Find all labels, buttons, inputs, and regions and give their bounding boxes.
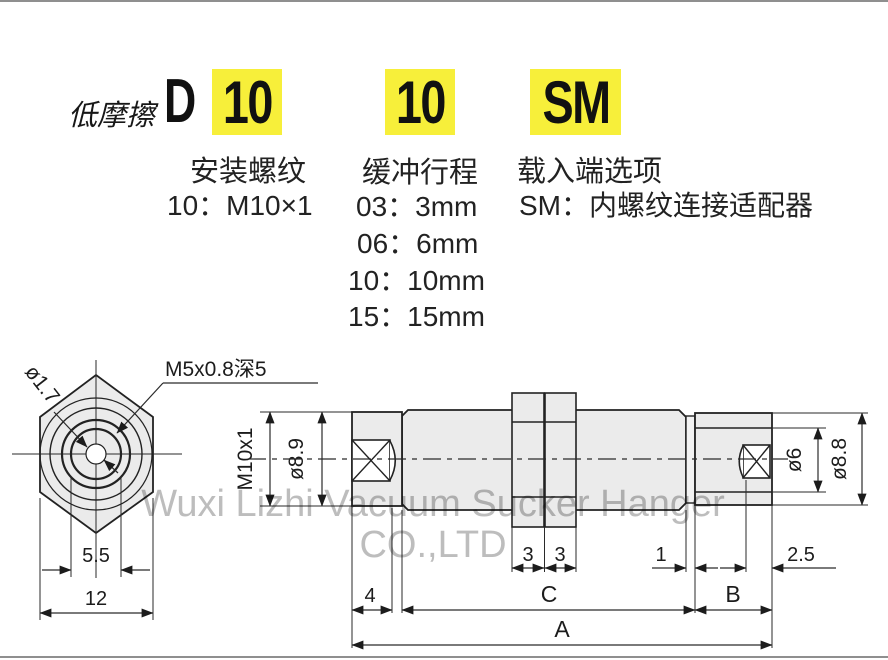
stroke-option-06: 06：6mm	[357, 228, 479, 259]
adapter-hole-arc	[738, 445, 744, 478]
end-code: SM	[541, 68, 611, 136]
bottom-border	[0, 656, 888, 658]
dim-hex-width: 12	[85, 588, 107, 610]
stroke-option-03: 03：3mm	[356, 191, 478, 222]
dim-cap-length: 4	[364, 585, 375, 607]
dim-length-a: A	[554, 616, 570, 642]
stroke-code: 10	[395, 68, 446, 136]
stroke-option-10: 10：10mm	[348, 265, 485, 296]
dim-adapter-dia: ø8.8	[828, 438, 851, 480]
dim-length-c: C	[541, 581, 558, 607]
thread-root-circle	[39, 397, 153, 511]
dim-wrench-flats: 5.5	[82, 545, 110, 567]
orifice-dia-label: ø1.7	[20, 361, 64, 408]
stroke-heading: 缓冲行程	[362, 157, 479, 189]
thread-code-box: 10	[212, 68, 282, 136]
thread-circle	[60, 418, 132, 490]
orifice-leader-1	[53, 411, 88, 448]
series-prefix-label: 低摩擦	[68, 100, 156, 132]
dim-length-b: B	[725, 581, 740, 607]
dim-stub-length: 1	[655, 544, 666, 566]
thread-code: 10	[222, 68, 273, 136]
mount-thread-option: 10：M10×1	[167, 190, 313, 221]
dim-bore-dia: ø6	[783, 448, 806, 473]
mount-thread-heading: 安装螺纹	[190, 156, 307, 188]
load-end-heading: 载入端选项	[517, 156, 663, 188]
top-border	[0, 0, 888, 2]
load-end-option: SM：内螺纹连接适配器	[519, 190, 814, 221]
orifice-leader-2	[103, 459, 119, 474]
front-view: ø1.7 M5x0.8深5 5.5 12	[12, 358, 318, 620]
stroke-option-15: 15：15mm	[348, 301, 485, 332]
dim-hole-offset: 2.5	[787, 544, 815, 566]
side-view: M10x1 ø8.9	[234, 392, 868, 650]
body-circle	[49, 407, 143, 501]
orifice-circle	[85, 443, 107, 465]
thread-callout-label: M5x0.8深5	[165, 358, 267, 381]
bore-circle	[69, 427, 123, 481]
dim-nut1-width: 3	[522, 544, 533, 566]
jam-nut-2	[544, 392, 577, 528]
end-code-box: SM	[530, 68, 621, 136]
jam-nut-1	[511, 392, 545, 528]
series-letter: D	[164, 67, 196, 136]
dim-nut2-width: 3	[554, 544, 565, 566]
rod-end-dome	[389, 440, 397, 481]
thread-callout-leader	[116, 382, 164, 434]
stroke-code-box: 10	[385, 68, 455, 136]
dim-body-thread: M10x1	[234, 427, 257, 490]
